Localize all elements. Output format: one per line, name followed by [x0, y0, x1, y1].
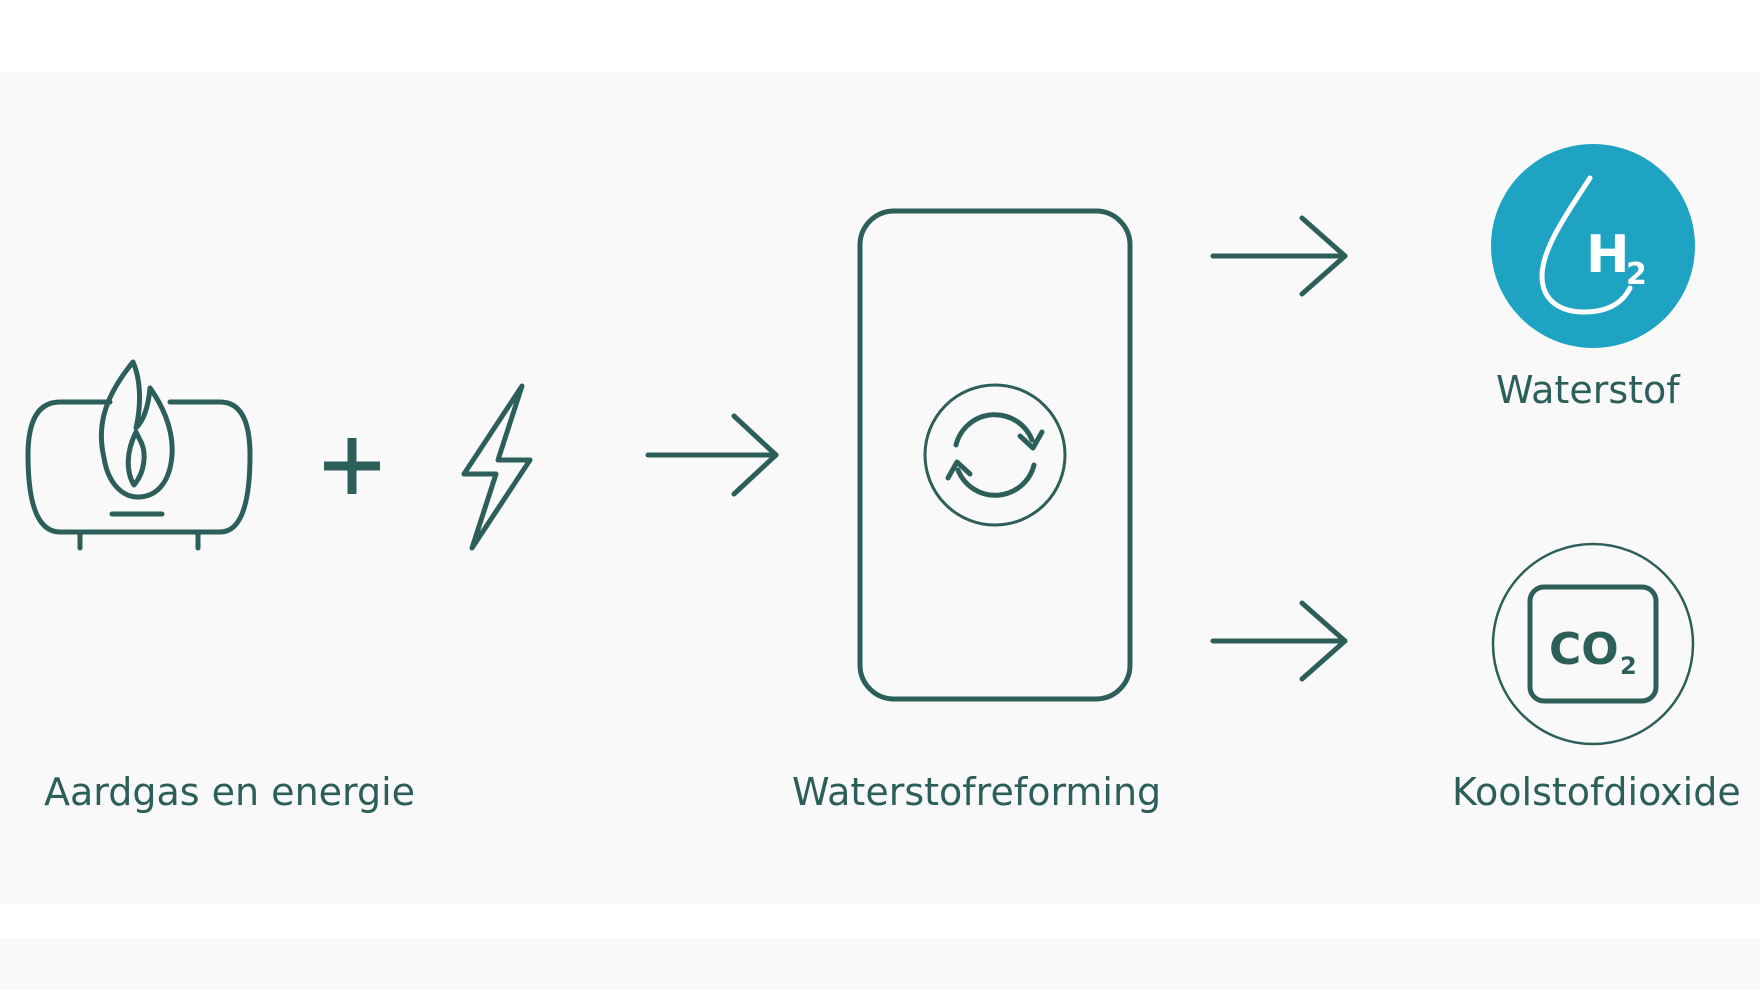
- cycle-arrows-icon: [923, 383, 1067, 527]
- co2-subscript: 2: [1620, 652, 1637, 680]
- arrow-to-co2: [1210, 600, 1348, 682]
- diagram-background: [0, 72, 1760, 904]
- co2-symbol: CO: [1549, 624, 1619, 675]
- co2-icon: [1491, 542, 1695, 746]
- arrow-to-hydrogen: [1210, 215, 1348, 297]
- plus-icon: [324, 438, 380, 494]
- hydrogen-subscript: 2: [1626, 257, 1647, 292]
- lightning-bolt-icon: [461, 383, 533, 551]
- hydrogen-droplet-icon: H 2: [1491, 144, 1695, 348]
- label-hydrogen: Waterstof: [1496, 368, 1680, 412]
- label-process: Waterstofreforming: [792, 770, 1162, 814]
- label-input: Aardgas en energie: [44, 770, 416, 814]
- bottom-band: [0, 938, 1760, 990]
- gas-tank-flame-icon: [25, 359, 253, 551]
- label-co2: Koolstofdioxide: [1452, 770, 1741, 814]
- arrow-to-reformer: [645, 413, 779, 497]
- reformer-box: [857, 208, 1133, 702]
- hydrogen-symbol: H: [1586, 225, 1630, 285]
